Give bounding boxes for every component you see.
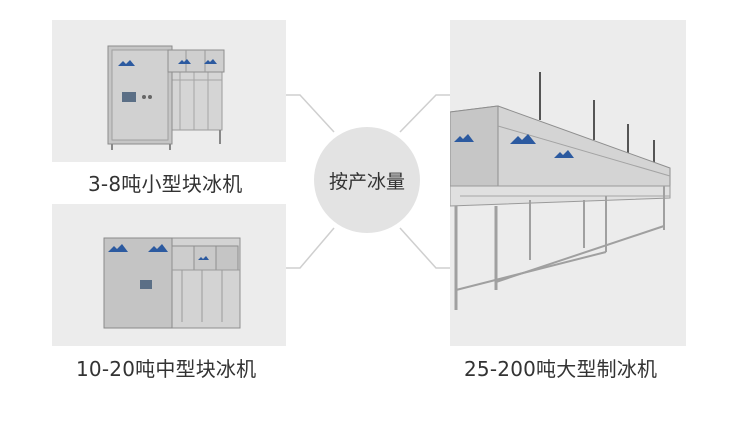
connector-top-left <box>286 94 335 133</box>
product-image-small <box>52 20 286 162</box>
snowland-logo <box>118 60 135 66</box>
connector-top-right <box>399 94 450 133</box>
product-image-medium <box>52 204 286 346</box>
connector-bottom-right <box>399 227 450 269</box>
caption-medium: 10-20吨中型块冰机 <box>76 357 257 381</box>
hub-circle: 按产冰量 <box>314 127 420 233</box>
connector-bottom-left <box>286 227 335 269</box>
caption-small: 3-8吨小型块冰机 <box>88 172 243 196</box>
hub-label: 按产冰量 <box>328 170 405 193</box>
caption-large: 25-200吨大型制冰机 <box>464 357 658 381</box>
product-image-large <box>450 20 686 346</box>
